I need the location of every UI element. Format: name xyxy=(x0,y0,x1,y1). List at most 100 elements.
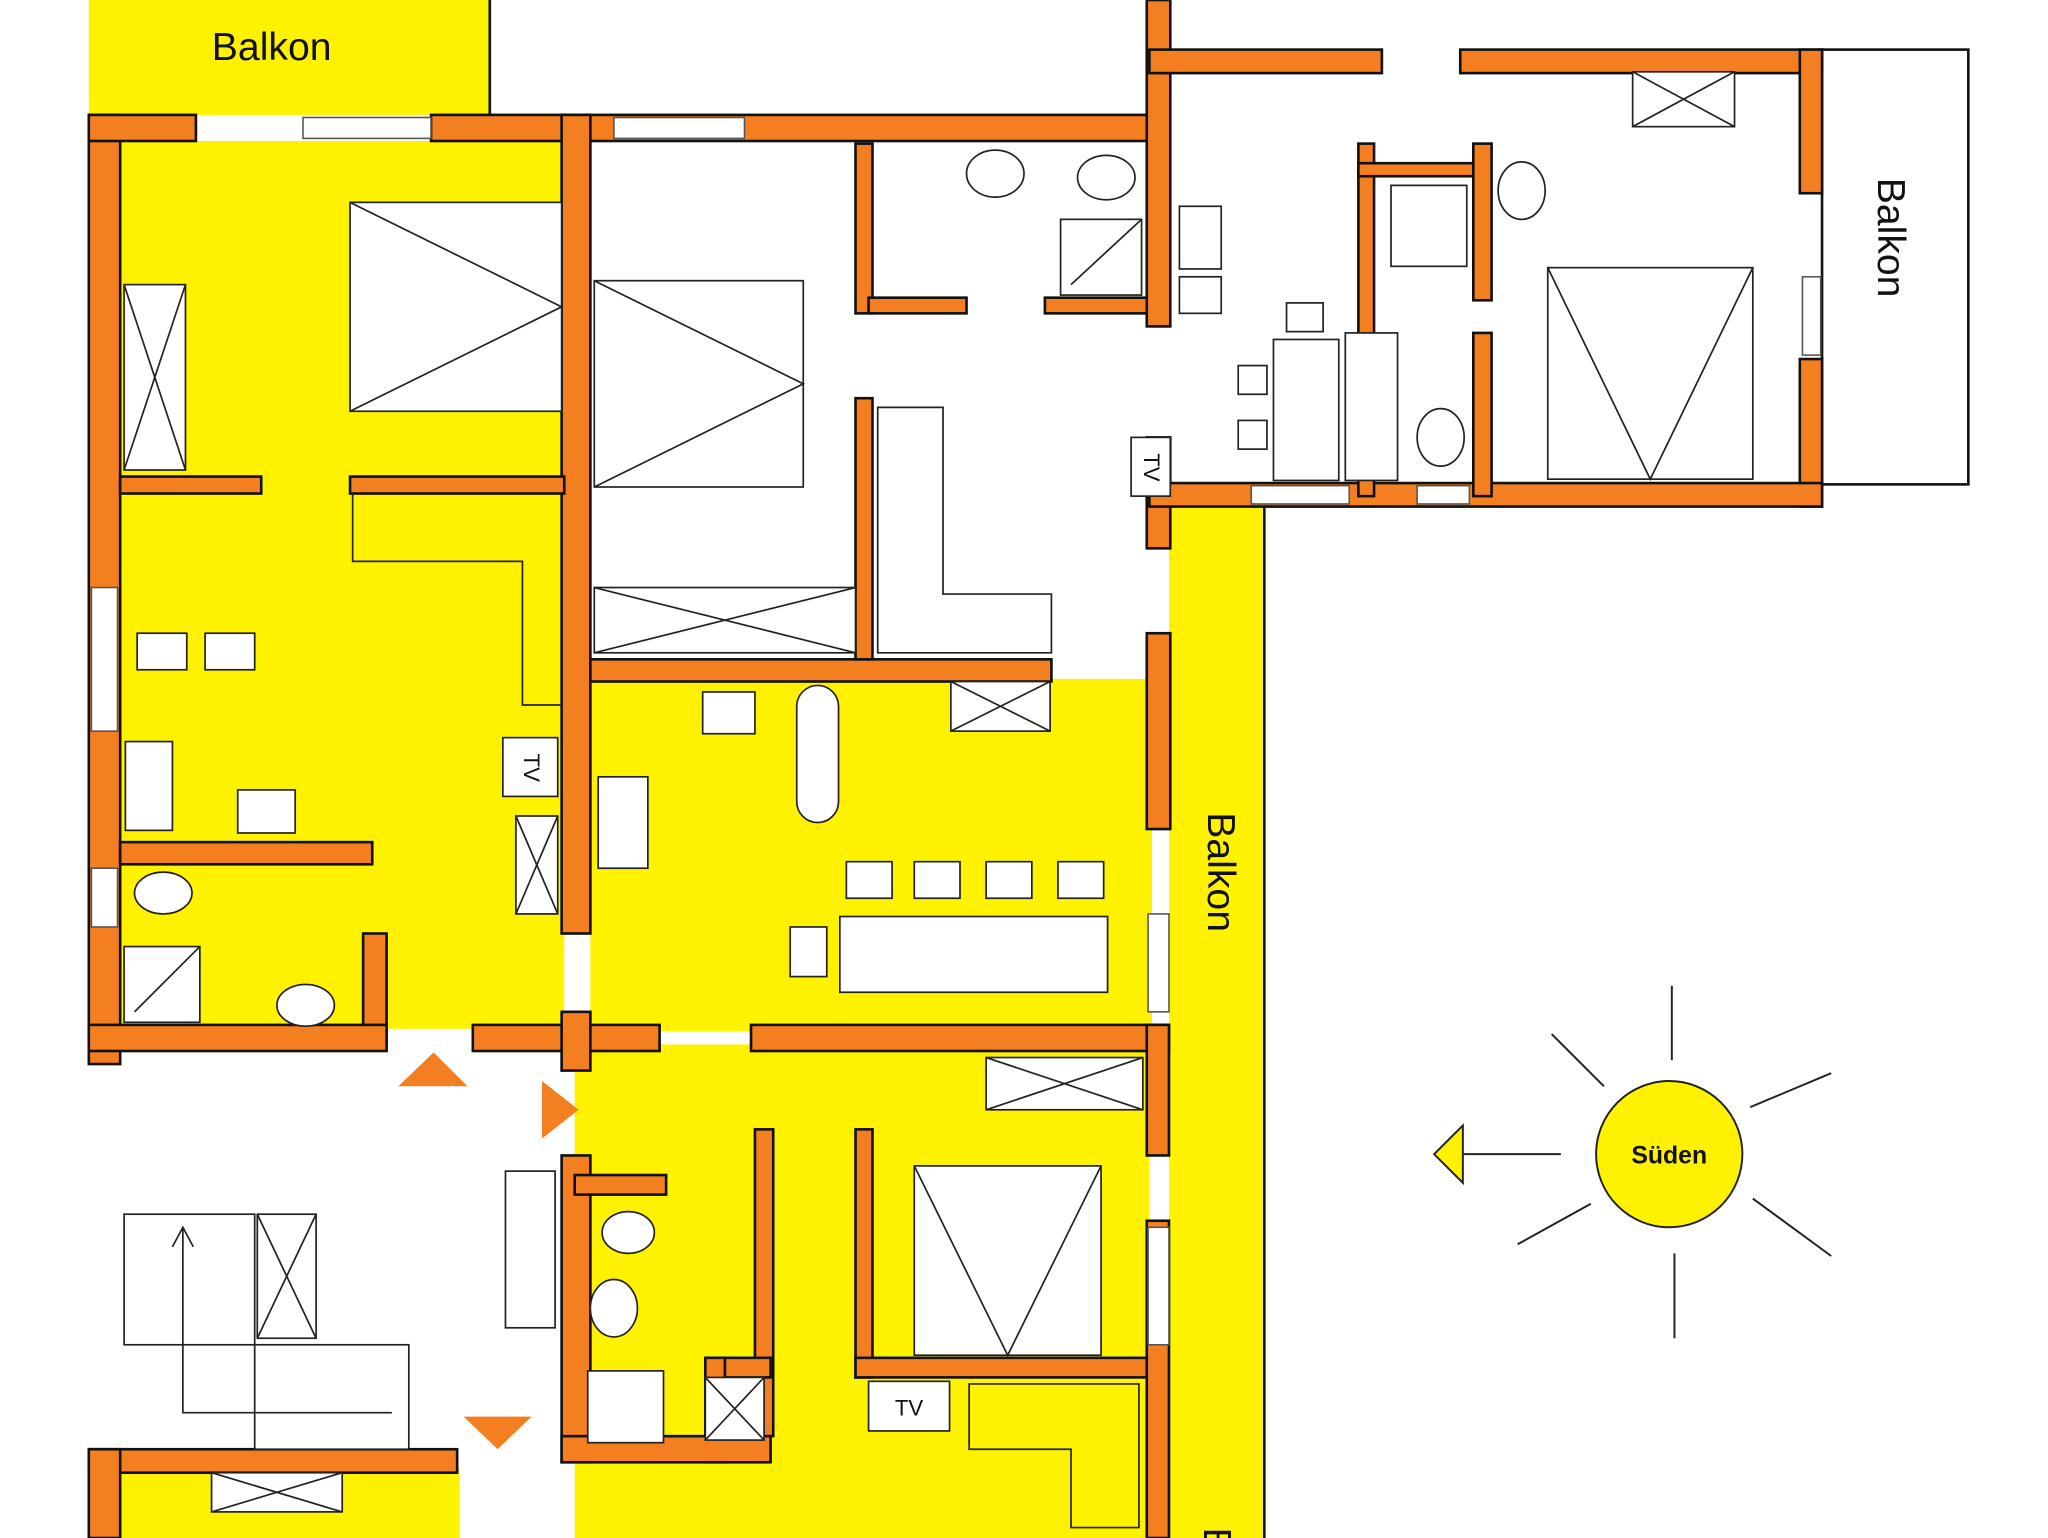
wall-segment xyxy=(573,1173,668,1196)
furniture-item xyxy=(1344,332,1399,482)
cross-mark xyxy=(123,284,187,471)
furniture-item xyxy=(204,632,256,671)
furniture-item xyxy=(913,860,961,900)
cross-mark xyxy=(704,1376,765,1441)
wall-segment xyxy=(348,475,566,495)
window xyxy=(613,116,746,140)
cross-mark xyxy=(256,1213,317,1339)
furniture-item xyxy=(136,632,188,671)
cross-mark xyxy=(950,680,1051,732)
wall-segment xyxy=(854,396,874,661)
arrow-marker-icon xyxy=(463,1416,532,1450)
toilet-icon xyxy=(1076,154,1136,201)
toilet-icon xyxy=(276,983,336,1028)
balcony-top-right xyxy=(1820,48,1970,486)
bed-icon xyxy=(913,1165,1102,1357)
wall-segment xyxy=(854,1128,874,1379)
furniture-item xyxy=(586,1370,665,1444)
arrow-marker-icon xyxy=(398,1052,468,1087)
sun-icon xyxy=(1595,1080,1744,1229)
furniture-item xyxy=(985,860,1033,900)
wall-segment xyxy=(1145,631,1172,831)
wall-segment xyxy=(1148,48,1384,75)
stair-arrow-icon xyxy=(171,1225,392,1414)
column xyxy=(795,684,840,824)
yellow-area xyxy=(88,0,490,115)
wall-segment xyxy=(1145,1023,1171,1157)
window xyxy=(90,867,119,928)
furniture-item xyxy=(701,691,756,735)
arrow-marker-icon xyxy=(542,1081,579,1139)
tv-icon xyxy=(502,736,559,798)
toilet-icon xyxy=(965,149,1025,198)
wall-segment xyxy=(429,113,1151,143)
wall-segment xyxy=(87,1023,388,1053)
cross-mark xyxy=(594,586,856,654)
sofa-outline xyxy=(351,493,562,706)
window xyxy=(1147,1226,1170,1346)
compass-sun: Süden xyxy=(1432,985,1832,1339)
south-arrow-icon xyxy=(1432,1123,1464,1186)
wall-segment xyxy=(1458,48,1824,75)
furniture-item xyxy=(123,1213,256,1346)
furniture-item xyxy=(1237,364,1268,396)
furniture-item xyxy=(789,926,828,978)
furniture-item xyxy=(838,915,1109,994)
balcony-top-left-label: Balkon xyxy=(212,26,332,69)
toilet-icon xyxy=(601,1210,656,1255)
window xyxy=(90,586,119,732)
sun-rays-icon xyxy=(1462,985,1832,1339)
entrance-markers xyxy=(398,1052,579,1450)
cross-mark xyxy=(515,815,559,915)
window xyxy=(302,116,432,140)
tv-units: TV TV TV xyxy=(502,436,1172,1432)
furniture-item xyxy=(845,860,893,900)
bed-cover xyxy=(913,1165,1102,1358)
bed-icon xyxy=(1546,266,1754,481)
furniture-item xyxy=(253,1343,410,1451)
wall-segment xyxy=(1472,331,1493,498)
toilet-icon xyxy=(1497,161,1546,221)
wall-segment xyxy=(560,1010,592,1072)
furniture-item xyxy=(1272,338,1340,482)
furniture-item xyxy=(1057,860,1105,900)
window xyxy=(1147,913,1170,1013)
tv-icon xyxy=(1130,436,1172,497)
tv-label: TV xyxy=(1139,453,1164,482)
bed-cover xyxy=(349,201,564,413)
tv-label: TV xyxy=(519,754,544,783)
furniture-item xyxy=(1285,302,1324,333)
windows xyxy=(90,116,1822,1346)
wall-segment xyxy=(87,1447,122,1538)
furniture-item xyxy=(1390,184,1468,268)
cross-mark xyxy=(985,1056,1144,1111)
wall-segment xyxy=(560,1154,592,1464)
wall-segment xyxy=(1043,296,1151,315)
toilet-icon xyxy=(133,871,193,915)
shower-line xyxy=(1070,218,1143,286)
wall-segment xyxy=(854,142,874,315)
wall-segment xyxy=(87,1447,459,1475)
walls xyxy=(87,0,1824,1538)
furniture-item xyxy=(236,789,297,834)
cross-mark xyxy=(211,1471,343,1513)
sofa-outline xyxy=(968,1383,1140,1529)
window xyxy=(1250,484,1351,505)
window xyxy=(1416,484,1471,505)
wall-segment xyxy=(560,113,592,935)
furniture-item xyxy=(504,1170,556,1329)
bed-cover xyxy=(593,279,806,488)
furniture-item xyxy=(1178,205,1223,270)
tv-label: TV xyxy=(895,1395,924,1420)
bed-cover xyxy=(1546,267,1754,482)
wall-segment xyxy=(867,296,968,315)
furniture-item xyxy=(1178,275,1223,315)
furniture-item xyxy=(1237,419,1268,450)
bed-icon xyxy=(349,201,563,413)
wall-segment xyxy=(854,1356,1151,1379)
cross-mark xyxy=(1632,71,1735,128)
shower-line xyxy=(133,945,201,1013)
furniture xyxy=(123,70,1754,1529)
wall-segment xyxy=(1357,161,1491,178)
